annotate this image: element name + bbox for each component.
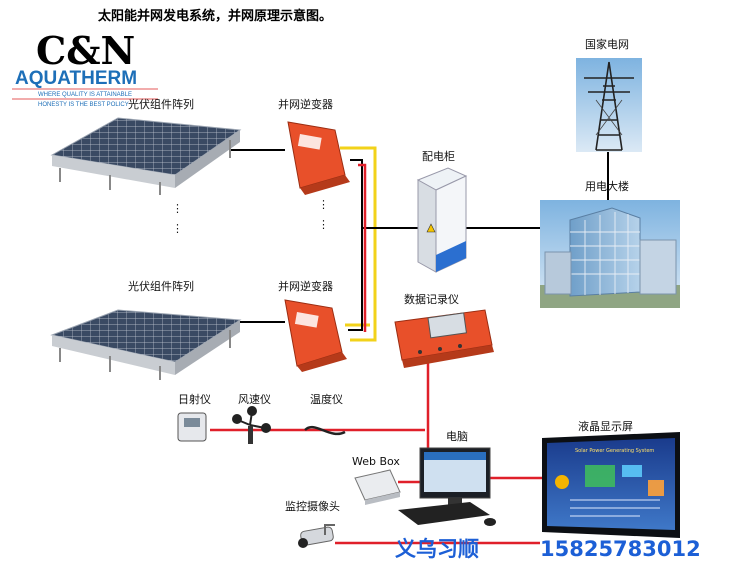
data-logger-label: 数据记录仪 bbox=[404, 292, 459, 306]
logo-brand: C&N bbox=[36, 28, 135, 73]
signal-wire-inverters bbox=[358, 163, 367, 332]
thermometer bbox=[304, 425, 346, 436]
ac-wire-inverter-bus bbox=[348, 159, 363, 331]
logo-company: AQUATHERM bbox=[15, 68, 137, 89]
inverter-dots-2: ⋮ bbox=[318, 218, 329, 231]
building-label: 用电大楼 bbox=[585, 179, 629, 193]
contact-name: 义乌习顺 bbox=[395, 537, 479, 561]
logo-tagline-1: WHERE QUALITY IS ATTAINABLE bbox=[38, 92, 132, 98]
lcd-display: Solar Power Generating System bbox=[542, 432, 680, 538]
company-logo: C&N AQUATHERM WHERE QUALITY IS ATTAINABL… bbox=[12, 28, 158, 108]
pv-array-top-label: 光伏组件阵列 bbox=[128, 97, 194, 111]
anemometer-label: 风速仪 bbox=[238, 393, 271, 406]
computer bbox=[398, 447, 496, 526]
ac-wires bbox=[230, 148, 609, 331]
irradiance-meter bbox=[177, 412, 207, 442]
grid-tower bbox=[576, 58, 642, 152]
grid-label: 国家电网 bbox=[585, 37, 629, 51]
lcd-screen-title: Solar Power Generating System bbox=[575, 448, 654, 454]
security-camera bbox=[298, 524, 335, 548]
computer-label: 电脑 bbox=[446, 430, 468, 443]
pv-dots-1: ⋮ bbox=[172, 202, 183, 215]
inverter-top-label: 并网逆变器 bbox=[278, 97, 333, 111]
inverter-dots-1: ⋮ bbox=[318, 198, 329, 211]
inverter-bottom-label: 并网逆变器 bbox=[278, 279, 333, 293]
user-building bbox=[540, 200, 680, 308]
anemometer bbox=[232, 406, 271, 444]
webbox-label: Web Box bbox=[352, 455, 400, 468]
camera-label: 监控摄像头 bbox=[285, 499, 340, 513]
pv-array-bottom bbox=[50, 309, 242, 380]
pv-array-top bbox=[50, 117, 242, 195]
thermometer-label: 温度仪 bbox=[310, 392, 343, 406]
inverter-bottom bbox=[284, 299, 347, 372]
pv-array-bottom-label: 光伏组件阵列 bbox=[128, 279, 194, 293]
irradiance-label: 日射仪 bbox=[178, 392, 211, 406]
inverter-top bbox=[287, 121, 350, 195]
diagram-title: 太阳能并网发电系统，并网原理示意图。 bbox=[97, 8, 332, 24]
lcd-label: 液晶显示屏 bbox=[578, 419, 633, 433]
web-box bbox=[354, 469, 401, 505]
dc-wire-top bbox=[340, 146, 377, 342]
distribution-cabinet bbox=[416, 167, 468, 273]
pv-dots-2: ⋮ bbox=[172, 222, 183, 235]
contact-phone: 15825783012 bbox=[540, 537, 701, 561]
signal-wire-logger-computer bbox=[426, 362, 445, 452]
data-logger bbox=[394, 309, 494, 368]
logo-tagline-2: HONESTY IS THE BEST POLICY bbox=[38, 102, 129, 108]
cabinet-label: 配电柜 bbox=[422, 150, 455, 163]
